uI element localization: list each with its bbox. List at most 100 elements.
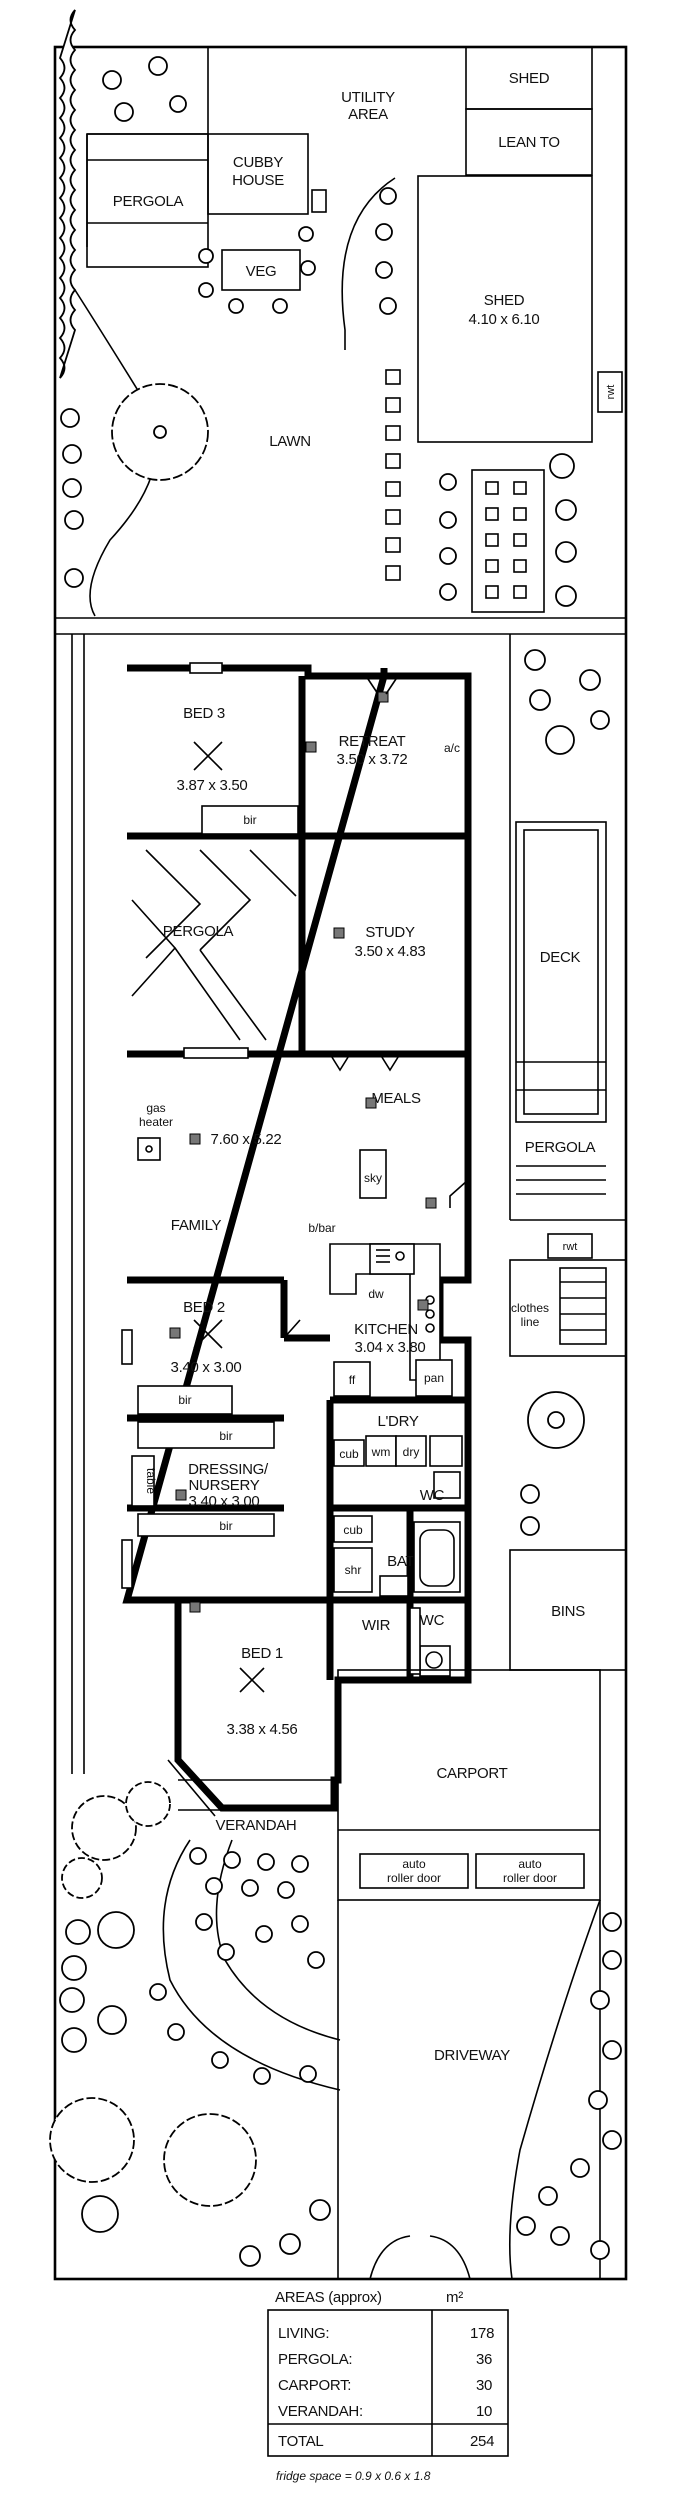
shed-small: SHED [465,46,593,110]
areas-heading: AREAS (approx) [275,2289,382,2306]
area-row-label: PERGOLA: [278,2351,352,2368]
utility-area: UTILITY AREA [86,47,395,247]
area-row-value: 30 [476,2377,492,2394]
family-meals: MEALS 7.60 x 5.22 gas heater sky FAMILY … [137,1090,469,1235]
wc-label-1: WC [420,1487,445,1504]
area-row-label: TOTAL [278,2433,323,2450]
paving-grid [471,469,545,613]
shed-large: SHED 4.10 x 6.10 [417,175,593,443]
meals-label: MEALS [371,1090,421,1107]
carport: CARPORT auto roller door auto roller doo… [337,1669,601,1901]
cubby-label-1: CUBBY [233,154,283,171]
shed-large-label: SHED [484,292,525,309]
rainwater-tank-top: rwt [597,371,623,413]
cub-label-bath: cub [343,1523,363,1537]
house-walls [122,664,472,1812]
wm-label: wm [371,1445,391,1459]
fridge-note: fridge space = 0.9 x 0.6 x 1.8 [276,2469,431,2483]
kitchen: dw KITCHEN 3.04 x 3.80 ff pan [329,1243,453,1397]
verandah: VERANDAH [178,1779,338,1834]
lean-to: LEAN TO [465,108,593,176]
area-row-value: 10 [476,2403,492,2420]
dry-label: dry [403,1445,420,1459]
bed3: BED 3 3.87 x 3.50 bir [177,662,317,835]
cub-label-ldry: cub [339,1447,359,1461]
bir-label-bed3: bir [243,813,256,827]
kitchen-dim: 3.04 x 3.80 [355,1339,426,1356]
pan-label: pan [424,1371,444,1385]
bathroom: cub shr BATH WC WIR [333,1515,461,1677]
dressing-dim: 3.40 x 3.00 [189,1493,260,1510]
shr-label: shr [345,1563,362,1577]
dressing-nursery: bir table DRESSING/ NURSERY 3.40 x 3.00 … [121,1421,275,1589]
utility-label: UTILITY [341,89,395,106]
front-path [162,1839,341,2091]
pergola-back-label: PERGOLA [113,193,184,210]
pergola-back: PERGOLA [86,133,209,268]
table-label: table [144,1468,158,1494]
family-label: FAMILY [171,1217,222,1234]
front-path-inner [215,1839,341,2041]
areas-unit: m² [446,2289,463,2306]
bed2-dim: 3.40 x 3.00 [171,1359,242,1376]
roller-door-2: roller door [503,1871,557,1885]
bir-label-dress: bir [219,1429,232,1443]
pergola-side-label: PERGOLA [525,1139,596,1156]
bed3-dim: 3.87 x 3.50 [177,777,248,794]
garden-bed-edge [341,177,396,350]
study: STUDY 3.50 x 4.83 [329,924,426,1072]
shed-large-dim: 4.10 x 6.10 [469,311,540,328]
retreat: RETREAT 3.50 x 3.72 a/c [337,675,460,768]
rwt-side-label: rwt [563,1241,578,1253]
bed1-dim: 3.38 x 4.56 [227,1721,298,1738]
ldry-label: L'DRY [377,1413,418,1430]
lean-to-label: LEAN TO [498,134,560,151]
roller-auto-2: auto [518,1857,542,1871]
driveway: DRIVEWAY [337,1900,601,2280]
dw-label: dw [368,1287,384,1301]
area-row-value: 254 [470,2433,494,2450]
bed1: BED 1 3.38 x 4.56 [167,1601,298,1817]
clothes-line: clothes line [509,1259,627,1357]
gas-label-1: gas [146,1101,165,1115]
study-label: STUDY [365,924,415,941]
front-garden [49,1781,622,2267]
bed3-label: BED 3 [183,705,225,722]
laundry: L'DRY cub wm dry WC [333,1413,463,1504]
bins-label: BINS [551,1603,585,1620]
bed1-label: BED 1 [241,1645,283,1662]
area-row-label: CARPORT: [278,2377,351,2394]
deck-label: DECK [540,949,581,966]
pergola-inner-label: PERGOLA [163,923,234,940]
wc-label-2: WC [420,1612,445,1629]
driveway-label: DRIVEWAY [434,2047,510,2064]
veg-garden: VEG [221,249,301,291]
ac-label: a/c [444,741,460,755]
area-row-label: VERANDAH: [278,2403,363,2420]
side-path-left [71,634,85,1774]
side-path-right [509,634,626,1221]
sky-label: sky [364,1171,382,1185]
bins-area: BINS [509,1549,627,1671]
kitchen-label: KITCHEN [354,1321,418,1338]
retreat-dim: 3.50 x 3.72 [337,751,408,768]
pergola-inner: PERGOLA [131,849,297,1059]
cubby-label-2: HOUSE [232,172,284,189]
hedge [58,9,77,379]
study-dim: 3.50 x 4.83 [355,943,426,960]
shrubs-top [60,56,610,755]
cubby-house: CUBBY HOUSE [207,133,327,215]
rwt-top-label: rwt [605,385,617,400]
lawn-tree [111,383,209,481]
lawn-label: LAWN [269,433,311,450]
deck: DECK PERGOLA [515,821,607,1195]
bir-label-bed2: bir [178,1393,191,1407]
clothes-label-1: clothes [511,1301,549,1315]
areas-table: AREAS (approx) m² LIVING: 178 PERGOLA: 3… [267,2289,509,2483]
bir-label-dress-2: bir [219,1519,232,1533]
carport-label: CARPORT [437,1765,508,1782]
dressing-label: DRESSING/ [188,1461,269,1478]
area-row-label: LIVING: [278,2325,329,2342]
site-boundary [53,45,628,2281]
